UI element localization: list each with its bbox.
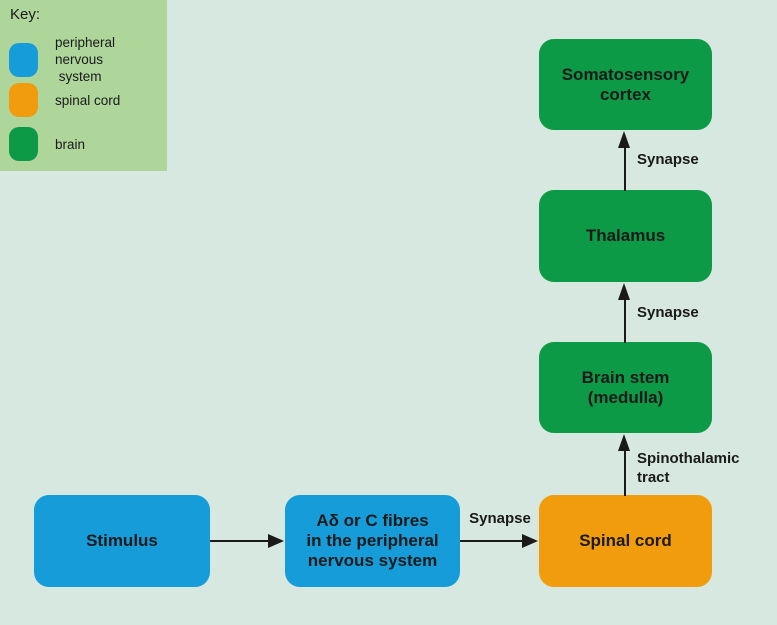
node-fibres-label: Aδ or C fibres in the peripheral nervous… bbox=[306, 511, 439, 570]
node-thalamus-label: Thalamus bbox=[585, 226, 666, 245]
arrow-brainstem-to-thalamus-head-icon bbox=[618, 283, 630, 300]
key-legend: Key: peripheral nervous system spinal co… bbox=[0, 0, 167, 171]
brain-swatch bbox=[9, 127, 38, 161]
key-title: Key: bbox=[10, 6, 41, 23]
key-item-spinal-cord: spinal cord bbox=[9, 83, 165, 117]
node-spinal-cord-label: Spinal cord bbox=[579, 531, 672, 550]
arrow-thalamus-to-cortex-line bbox=[624, 146, 627, 191]
node-spinal-cord: Spinal cord bbox=[539, 495, 712, 587]
arrow-brainstem-to-thalamus-line bbox=[624, 298, 627, 343]
key-item-label: brain bbox=[55, 136, 86, 152]
node-brain-stem-label: Brain stem (medulla) bbox=[581, 367, 670, 407]
node-cortex-label: Somatosensory cortex bbox=[561, 64, 690, 104]
arrow-stimulus-to-fibres-line bbox=[210, 540, 270, 543]
node-a-delta-or-c-fibres: Aδ or C fibres in the peripheral nervous… bbox=[285, 495, 460, 587]
node-stimulus: Stimulus bbox=[34, 495, 210, 587]
edge-label-synapse-thalamus-to-cortex: Synapse bbox=[637, 151, 699, 168]
peripheral-nervous-system-swatch bbox=[9, 42, 38, 77]
key-item-label: peripheral nervous system bbox=[55, 35, 116, 84]
node-brain-stem-medulla: Brain stem (medulla) bbox=[539, 342, 712, 433]
arrow-stimulus-to-fibres-head-icon bbox=[268, 534, 284, 548]
spinal-cord-swatch bbox=[9, 83, 38, 117]
edge-label-spinothalamic-tract: Spinothalamic tract bbox=[637, 450, 740, 486]
arrow-spinal-to-brainstem-line bbox=[624, 449, 627, 496]
key-item-label: spinal cord bbox=[55, 92, 121, 108]
arrow-spinal-to-brainstem-head-icon bbox=[618, 434, 630, 451]
arrow-fibres-to-spinal-line bbox=[460, 540, 524, 543]
node-somatosensory-cortex: Somatosensory cortex bbox=[539, 39, 712, 130]
arrow-fibres-to-spinal-head-icon bbox=[522, 534, 538, 548]
key-item-peripheral-nervous-system: peripheral nervous system bbox=[9, 34, 165, 85]
key-item-brain: brain bbox=[9, 127, 165, 161]
edge-label-synapse-fibres-to-spinal: Synapse bbox=[469, 510, 531, 527]
node-thalamus: Thalamus bbox=[539, 190, 712, 282]
arrow-thalamus-to-cortex-head-icon bbox=[618, 131, 630, 148]
edge-label-synapse-brainstem-to-thalamus: Synapse bbox=[637, 304, 699, 321]
node-stimulus-label: Stimulus bbox=[86, 531, 158, 550]
